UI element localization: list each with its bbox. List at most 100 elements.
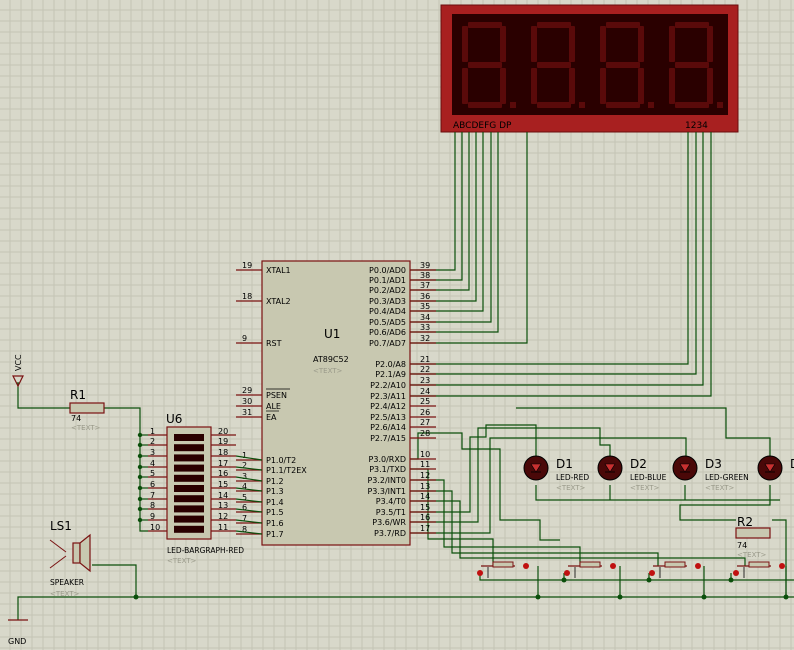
u6-text: <TEXT> [167,557,197,565]
vcc-terminal[interactable]: VCC [12,354,24,388]
pin-number: 17 [218,459,228,468]
pin-label: P0.1/AD1 [369,276,406,285]
pin-label: P1.4 [266,498,284,507]
u6-pin: 11 [211,523,263,535]
pin-label: ALE [266,402,281,411]
pin-label: P0.6/AD6 [369,328,406,337]
push-button[interactable] [649,561,701,578]
pin-label: P1.5 [266,508,284,517]
u1-ref: U1 [324,327,340,341]
ls1-ref: LS1 [50,519,72,533]
u1-right-pins: 39P0.0/AD038P0.1/AD137P0.2/AD236P0.3/AD3… [367,261,436,538]
resistor-r1[interactable]: R1 74 <TEXT> [69,388,105,432]
u6-pin: 5 [148,469,167,478]
pin-number: 16 [218,469,228,478]
pin-label: P1.3 [266,487,284,496]
pin-label: XTAL1 [266,266,291,275]
led-part: LED-GREEN [705,473,749,482]
display-digit [531,22,585,108]
pin-number: 5 [242,493,247,502]
pin-number: 11 [420,460,430,469]
u6-pin: 14 [211,491,263,503]
led-ref: D2 [630,457,647,471]
bargraph-segments [174,434,204,533]
u6-pin: 8 [148,501,167,510]
pin-number: 16 [420,513,430,522]
resistor-r2[interactable]: R2 74 <TEXT> [735,515,771,559]
pin-label: P3.2/INT0 [367,476,406,485]
r1-ref: R1 [70,388,86,402]
pin-number: 31 [242,408,252,417]
pin-label: P0.0/AD0 [369,266,406,275]
pin-number: 22 [420,365,430,374]
pin-number: 34 [420,313,430,322]
led-ref: D4 [790,457,794,471]
speaker-ls1[interactable]: LS1 SPEAKER <TEXT> [49,519,91,598]
pin-number: 38 [420,271,430,280]
pin-number: 25 [420,397,430,406]
pin-number: 2 [242,461,247,470]
push-button[interactable] [477,561,529,578]
bargraph-segment [174,464,204,472]
ls1-text: <TEXT> [50,590,80,598]
digit-pin-labels: 1234 [685,121,708,131]
u6-pin: 18 [211,448,263,461]
pin-label: P0.2/AD2 [369,286,406,295]
pin-number: 4 [242,482,247,491]
pin-number: 24 [420,387,430,396]
pin-label: P1.7 [266,530,284,539]
led-ref: D3 [705,457,722,471]
u6-pin: 7 [148,491,167,500]
u1-pin: 1P1.0/T2 [236,451,296,465]
bargraph-segment [174,454,204,462]
pin-number: 7 [150,491,155,500]
pin-number: 3 [242,472,247,481]
led-text: <TEXT> [705,484,735,492]
pin-number: 4 [150,459,155,468]
push-button[interactable] [564,561,616,578]
pin-number: 33 [420,323,430,332]
u6-pin: 3 [148,448,167,457]
pin-number: 10 [420,450,430,459]
u6-pin: 4 [148,459,167,468]
wire-junctions [133,432,789,600]
led-d4[interactable]: D4 [757,455,794,481]
seven-segment-display[interactable]: ABCDEFG DP 1234 [440,4,739,133]
u6-pin: 17 [211,459,263,471]
u6-pin: 20 [211,427,236,436]
pin-number: 19 [218,437,228,446]
microcontroller-u1[interactable]: 19XTAL118XTAL29RST29PSEN30ALE31EA1P1.0/T… [236,260,436,546]
pin-number: 19 [242,261,252,270]
u1-part: AT89C52 [313,355,349,364]
pin-number: 18 [218,448,228,457]
gnd-terminal[interactable]: GND [8,619,28,646]
r2-value: 74 [737,541,747,550]
display-digits [462,22,723,108]
pin-number: 12 [218,512,228,521]
pin-label: P1.0/T2 [266,456,296,465]
u6-part: LED-BARGRAPH-RED [167,546,244,555]
pin-label: P2.7/A15 [370,434,406,443]
pin-label: PSEN [266,391,287,400]
display-digit [669,22,723,108]
push-button[interactable] [733,561,785,578]
u6-pin: 6 [148,480,167,489]
